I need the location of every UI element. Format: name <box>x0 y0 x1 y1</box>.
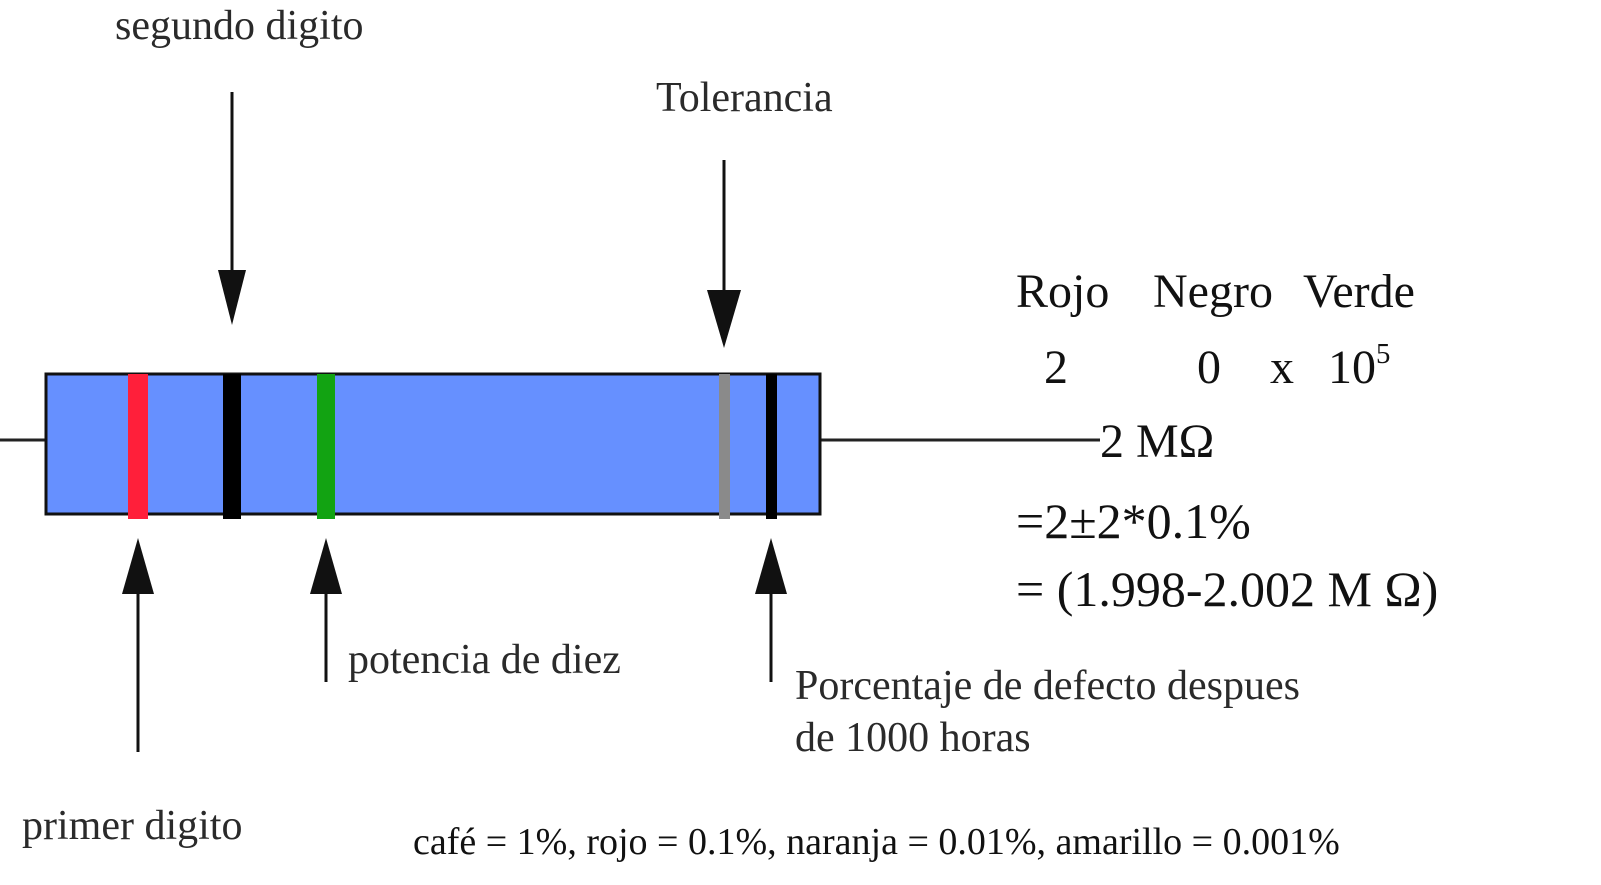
calc-result: 2 MΩ <box>1100 415 1215 468</box>
label-porcentaje-line1: Porcentaje de defecto despues <box>795 663 1300 709</box>
arrow-potencia <box>310 538 342 682</box>
label-potencia-de-diez: potencia de diez <box>348 637 621 683</box>
calc-range-line: = (1.998-2.002 M Ω) <box>1016 561 1439 617</box>
calc-power: 105 <box>1328 337 1391 395</box>
label-primer-digito: primer digito <box>22 803 243 849</box>
band-failure-rate <box>766 374 777 519</box>
band-second-digit <box>223 374 241 519</box>
calc-color-3: Verde <box>1303 265 1415 318</box>
arrow-tolerancia <box>707 160 741 348</box>
arrow-porcentaje <box>755 538 787 682</box>
band-multiplier <box>317 374 335 519</box>
calc-base: 10 <box>1328 341 1376 394</box>
calc-color-1: Rojo <box>1016 265 1110 318</box>
band-first-digit <box>128 374 148 519</box>
calc-digit-2: 0 <box>1197 341 1221 394</box>
calc-tolerance-line: =2±2*0.1% <box>1016 493 1251 549</box>
label-tolerancia: Tolerancia <box>656 75 833 121</box>
calc-digit-1: 2 <box>1044 341 1068 394</box>
band-tolerance <box>719 374 730 519</box>
calc-times: x <box>1270 341 1294 394</box>
label-porcentaje-line2: de 1000 horas <box>795 715 1031 761</box>
calc-exponent: 5 <box>1376 337 1391 370</box>
arrow-primer <box>122 538 154 752</box>
calc-color-2: Negro <box>1153 265 1273 318</box>
failure-rate-legend: café = 1%, rojo = 0.1%, naranja = 0.01%,… <box>413 821 1340 863</box>
resistor-body <box>44 372 822 516</box>
arrow-segundo <box>218 92 246 325</box>
label-segundo-digito: segundo digito <box>115 3 364 49</box>
